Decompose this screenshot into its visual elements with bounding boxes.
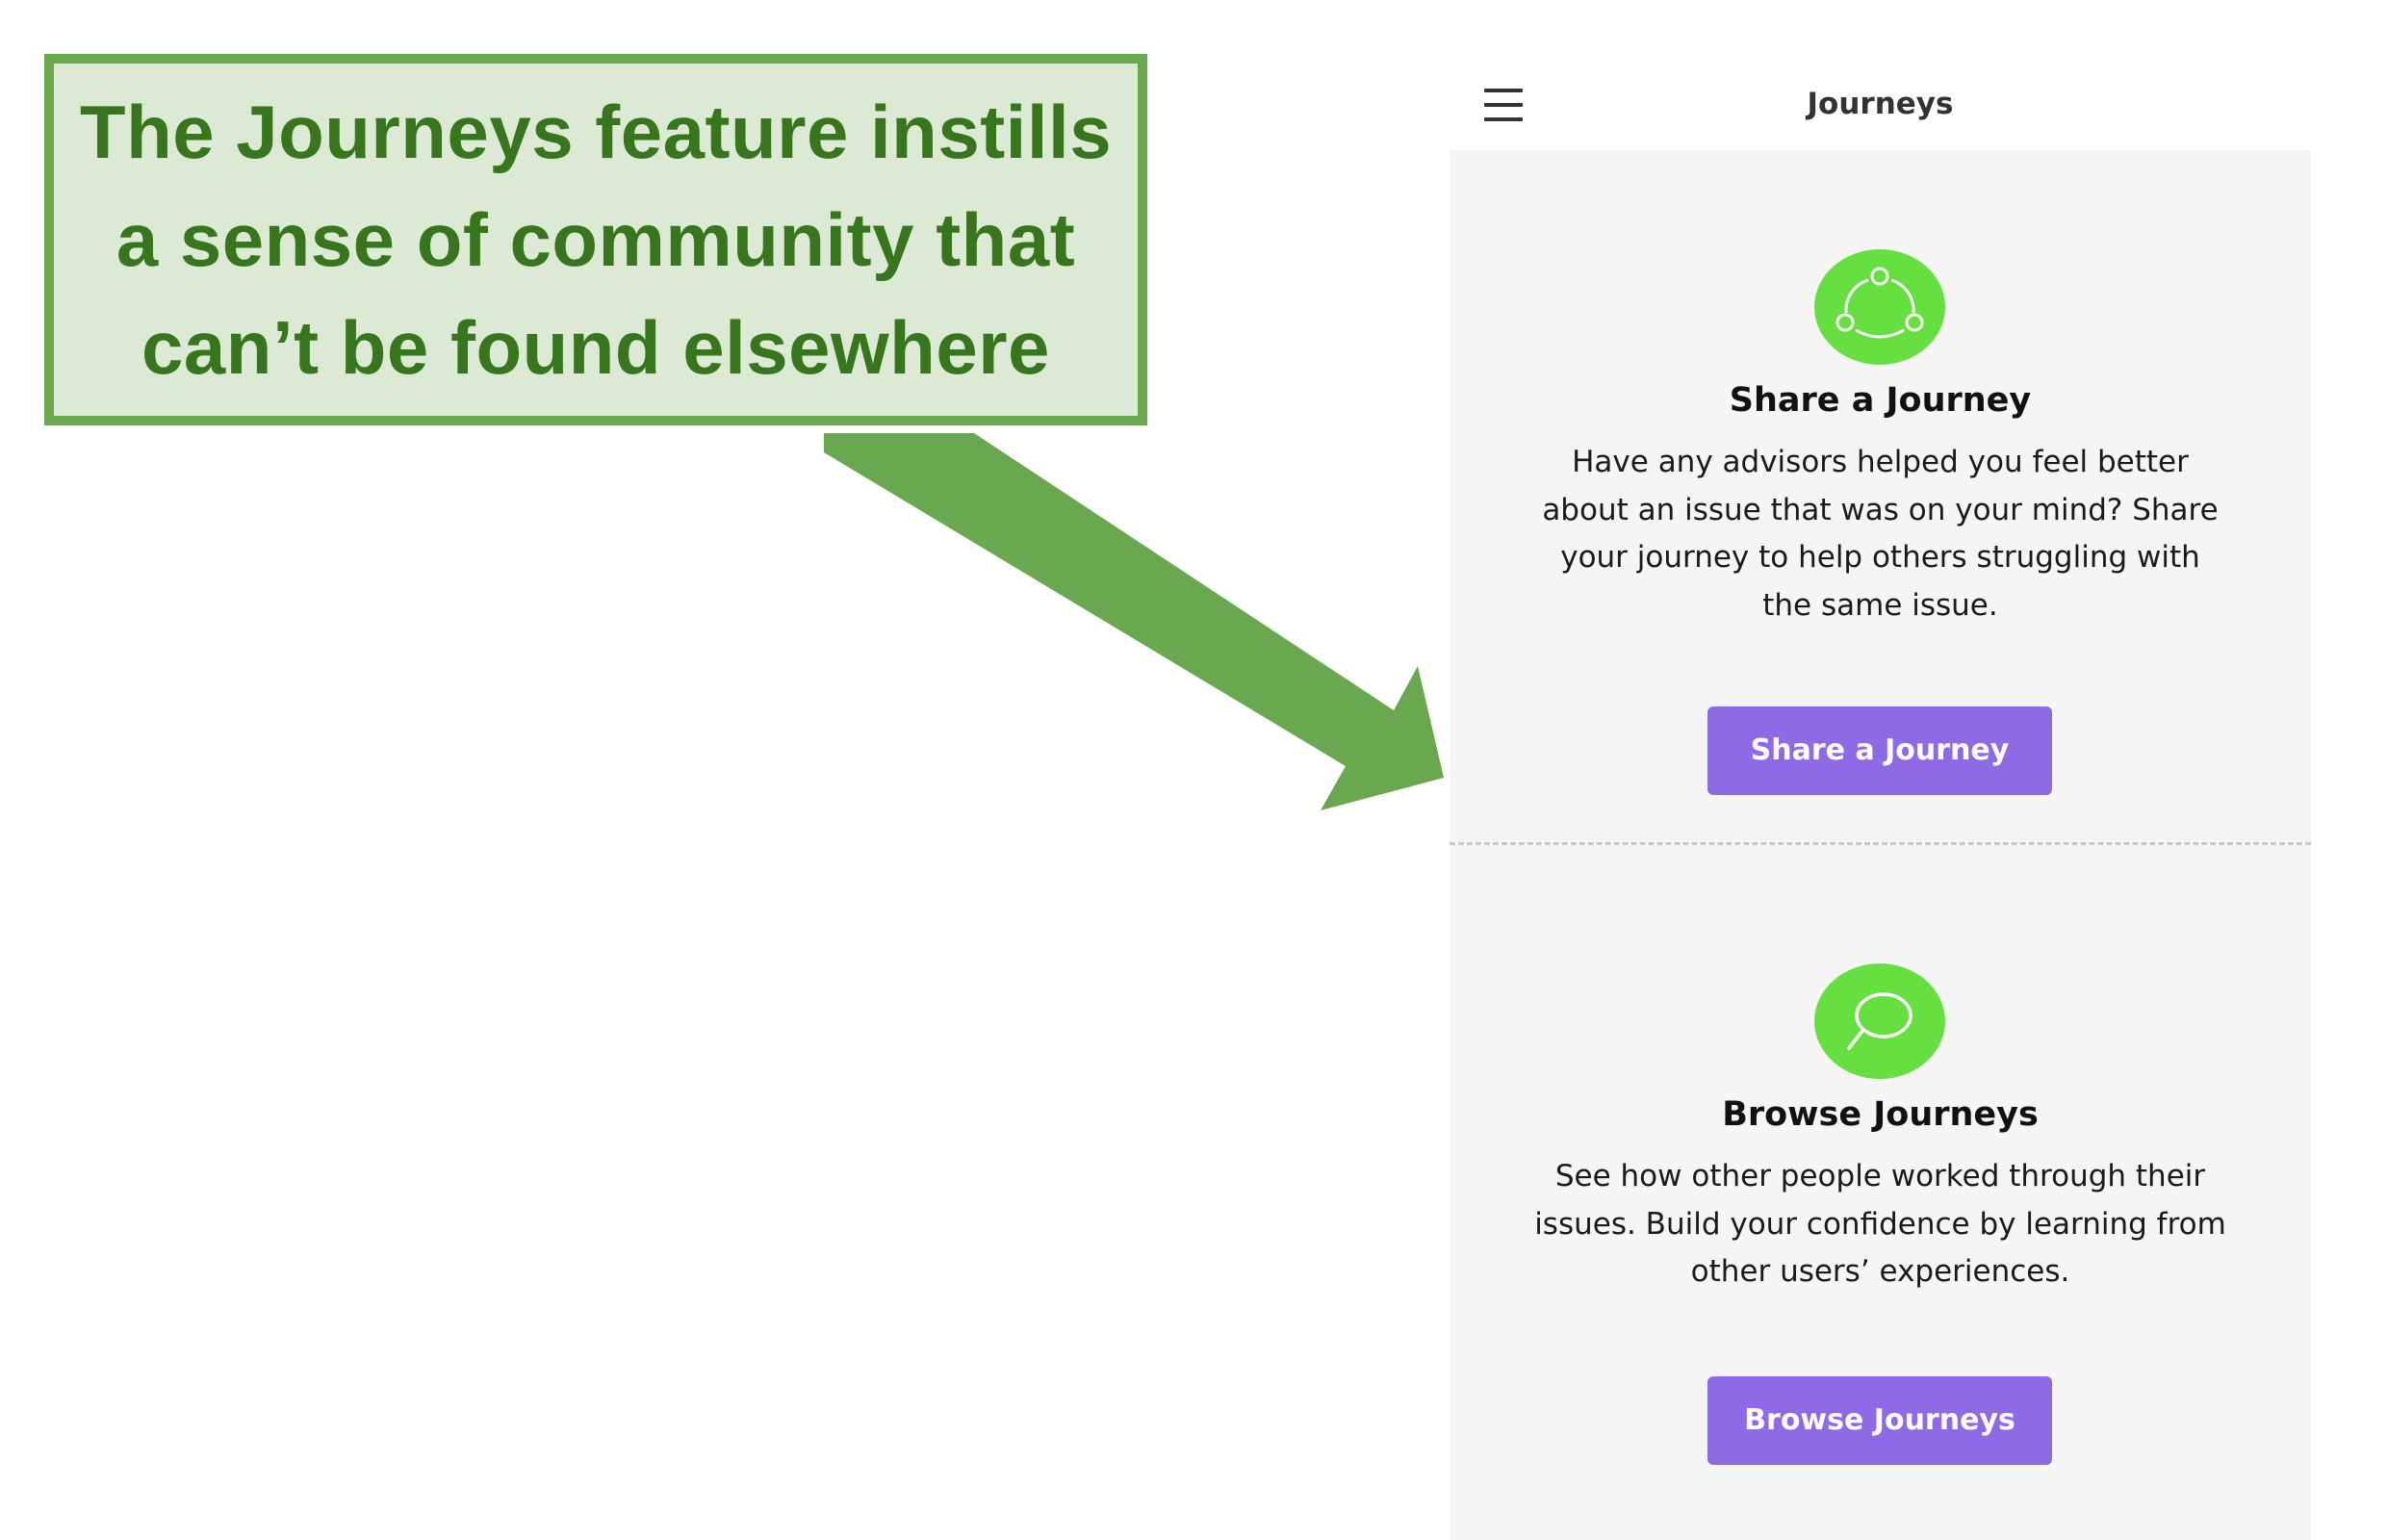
menu-line (1484, 103, 1523, 107)
browse-journeys-button[interactable]: Browse Journeys (1707, 1376, 2052, 1465)
share-nodes-icon-graphic (1835, 267, 1924, 339)
share-nodes-icon (1814, 249, 1945, 365)
menu-line (1484, 89, 1523, 92)
share-journey-section: Share a Journey Have any advisors helped… (1450, 150, 2311, 843)
browse-journeys-description: See how other people worked through thei… (1534, 1159, 2226, 1289)
app-screen: Journeys Share a Journey Have any adviso… (1450, 50, 2311, 1540)
share-journey-title: Share a Journey (1729, 381, 2032, 420)
share-journey-button[interactable]: Share a Journey (1707, 706, 2052, 795)
browse-journeys-section: Browse Journeys See how other people wor… (1450, 845, 2311, 1540)
search-icon-graphic (1847, 992, 1912, 1050)
search-icon (1814, 963, 1945, 1079)
annotation-callout: The Journeys feature instills a sense of… (44, 54, 1147, 425)
top-bar: Journeys (1450, 50, 2311, 150)
menu-line (1484, 117, 1523, 121)
browse-journeys-title: Browse Journeys (1722, 1095, 2039, 1134)
hamburger-menu-icon[interactable] (1484, 89, 1523, 121)
callout-text: The Journeys feature instills a sense of… (79, 90, 1113, 390)
page-title: Journeys (1807, 87, 1954, 121)
share-journey-description: Have any advisors helped you feel better… (1542, 445, 2219, 623)
section-divider (1450, 842, 2311, 845)
callout-arrow-shape (824, 433, 1444, 810)
